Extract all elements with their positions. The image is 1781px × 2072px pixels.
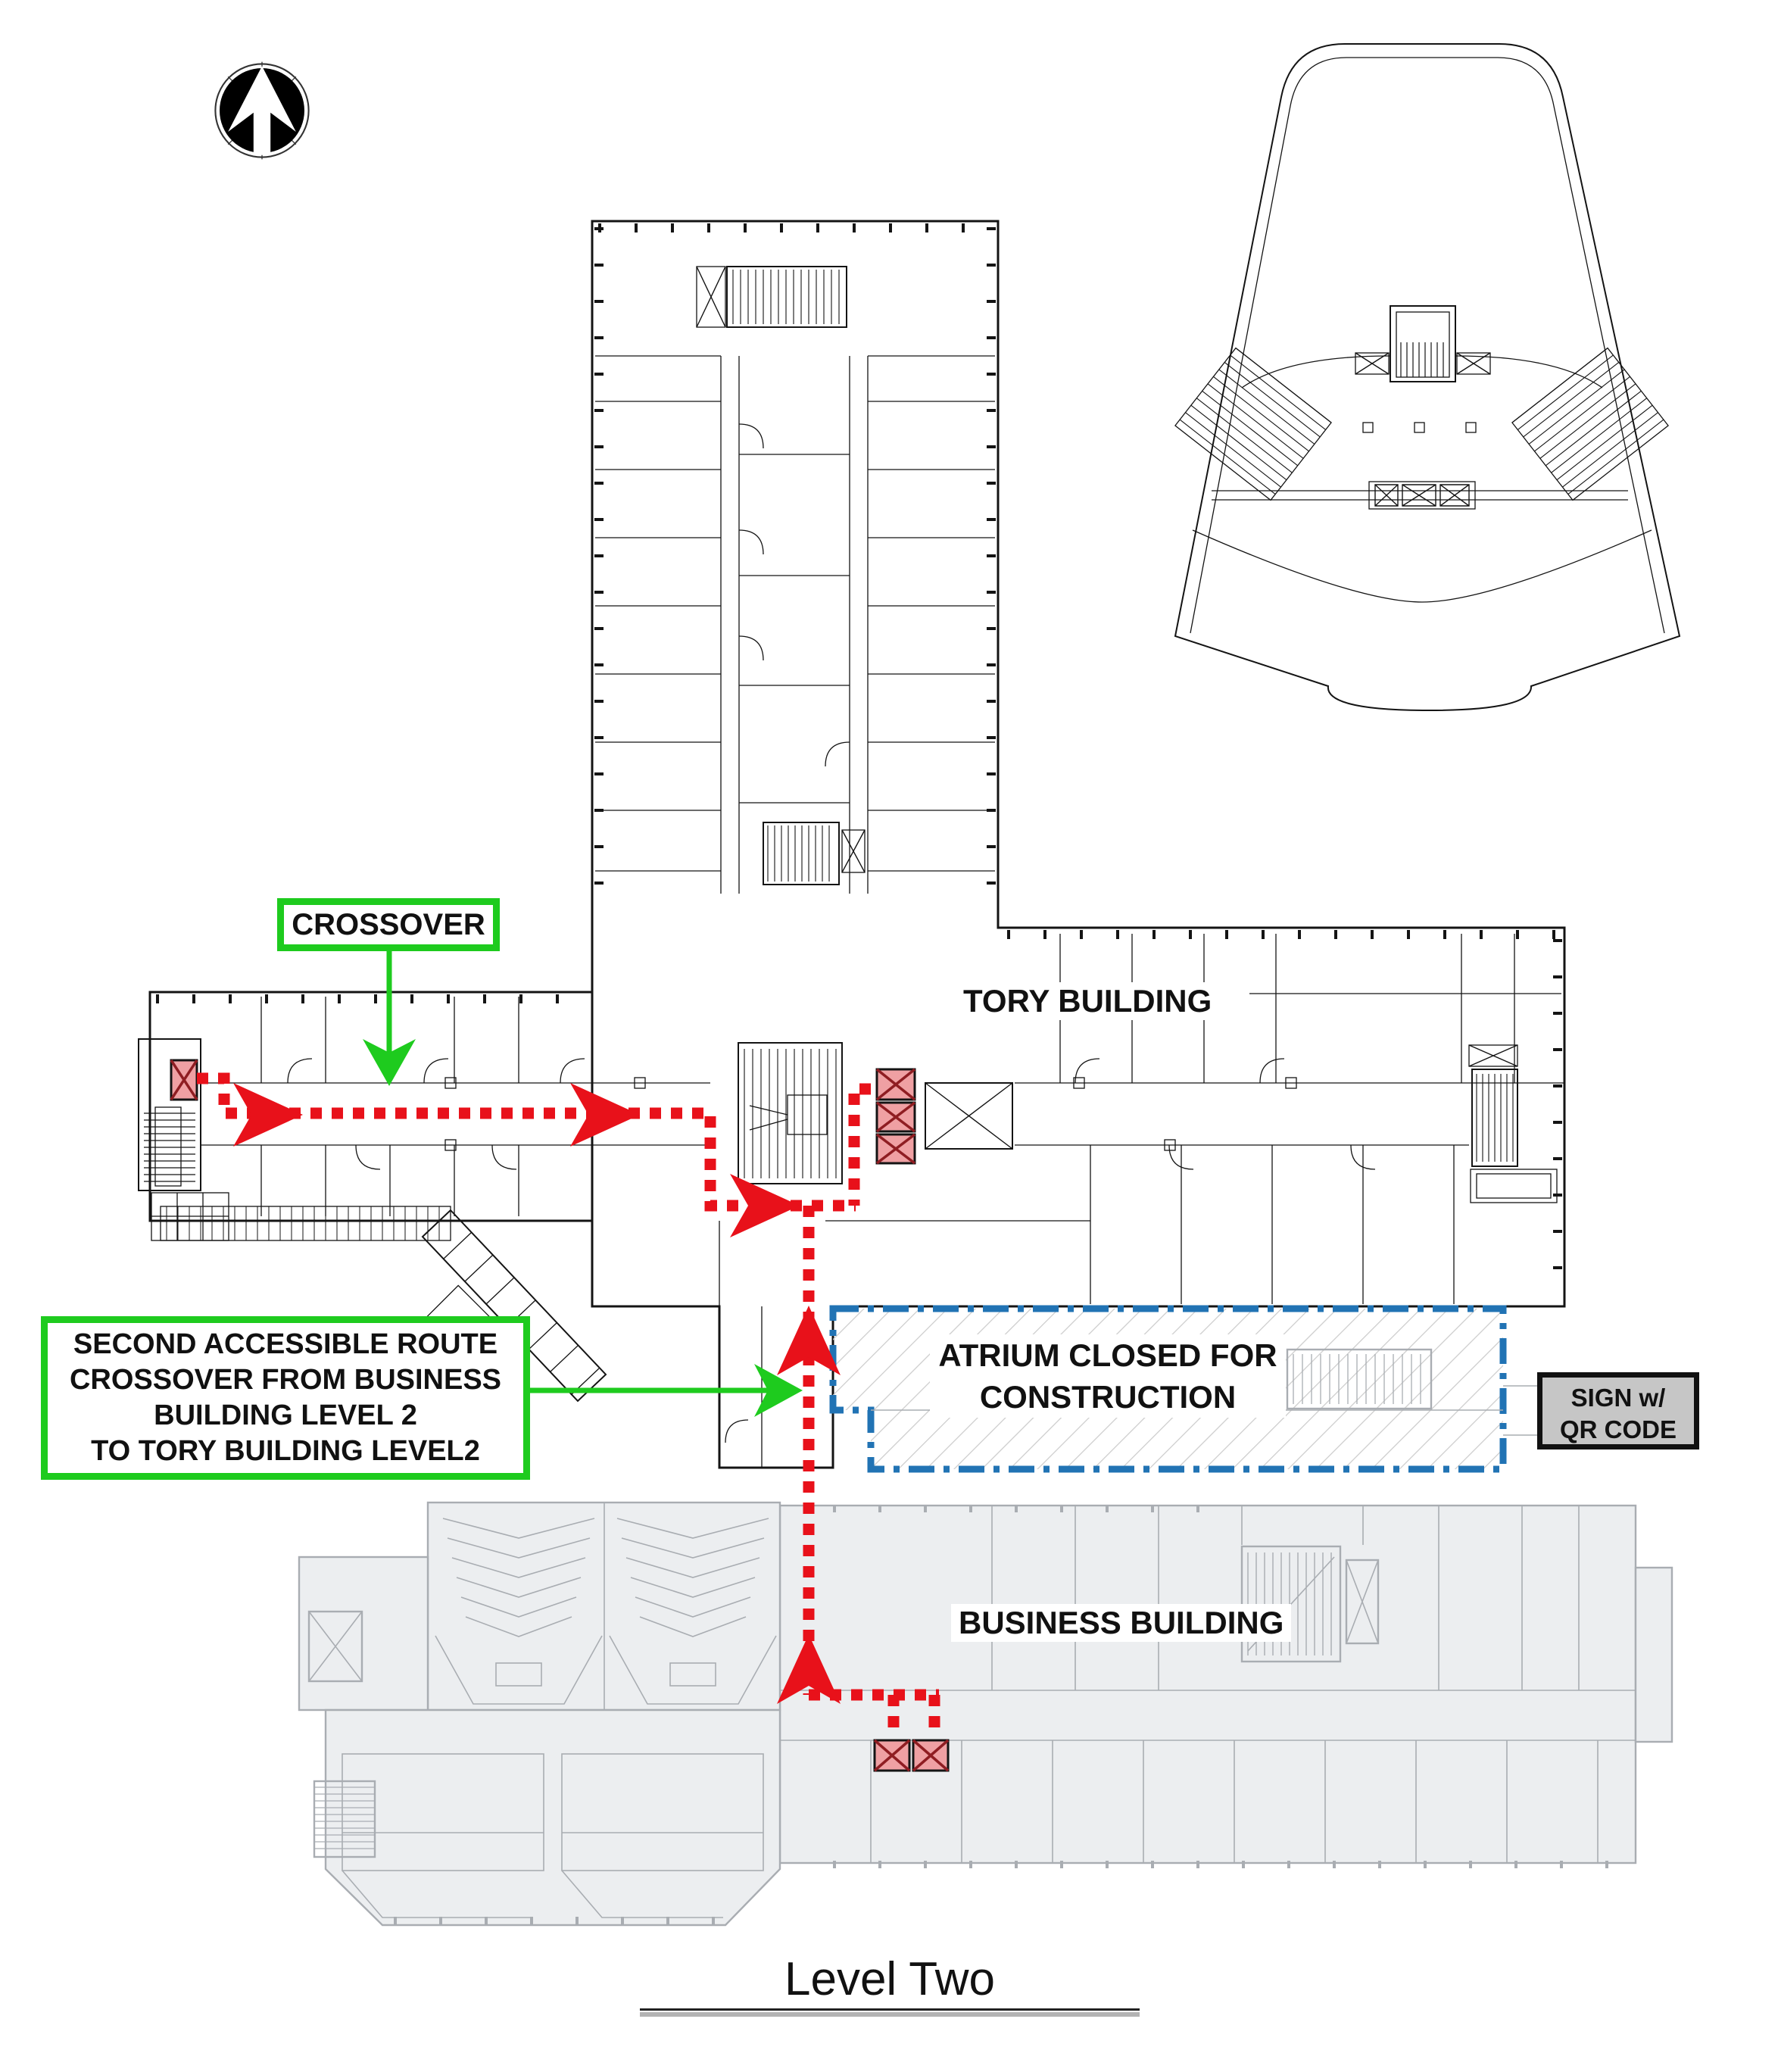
- business-left-stair: [313, 1780, 376, 1858]
- leader-arrow-right: [754, 1364, 803, 1417]
- route-arrow-up: [777, 1634, 841, 1704]
- route-note-line: SECOND ACCESSIBLE ROUTE: [73, 1328, 498, 1360]
- north-arrow-icon: [209, 58, 315, 164]
- east-stair: [1471, 1069, 1518, 1167]
- second-route-callout: SECOND ACCESSIBLE ROUTE CROSSOVER FROM B…: [41, 1316, 530, 1480]
- title-underline-shadow: [640, 2012, 1140, 2017]
- leader-arrow-down: [363, 1039, 416, 1086]
- business-elevators: [873, 1739, 950, 1772]
- page-title: Level Two: [784, 1953, 996, 2005]
- route-arrow-up: [777, 1306, 841, 1375]
- theatre-building-plan: [1174, 43, 1681, 712]
- tory-west-elevator: [170, 1059, 198, 1101]
- tory-central-elevators: [875, 1068, 916, 1165]
- tory-building-plan: [138, 220, 1566, 1469]
- route-note-line: CROSSOVER FROM BUSINESS: [69, 1364, 502, 1396]
- north-stair: [726, 266, 847, 328]
- business-building-label: BUSINESS BUILDING: [951, 1604, 1292, 1642]
- route-arrow-right: [730, 1174, 800, 1237]
- theatre-left-stairs: [1174, 347, 1332, 501]
- door-swings: [287, 423, 1376, 1443]
- route-note-line: TO TORY BUILDING LEVEL2: [91, 1435, 480, 1467]
- lecture-hall-seating: [435, 1503, 777, 1710]
- atrium-closed-label: ATRIUM CLOSED FOR CONSTRUCTION: [930, 1334, 1286, 1418]
- annotation-leaders: [363, 951, 803, 1417]
- theatre-stage: [1390, 305, 1456, 382]
- crossover-label: CROSSOVER: [292, 908, 485, 941]
- theatre-elevator-bank: [1368, 481, 1476, 510]
- qr-sign-callout: SIGN w/ QR CODE: [1537, 1372, 1699, 1449]
- accessible-route: [197, 1072, 940, 1736]
- route-note-line: BUILDING LEVEL 2: [154, 1400, 417, 1431]
- title-underline: [640, 2008, 1140, 2011]
- tory-building-label: TORY BUILDING: [956, 982, 1220, 1020]
- crossover-callout: CROSSOVER: [277, 898, 500, 951]
- business-building-plan: [298, 1501, 1673, 1927]
- route-arrow-right: [233, 1083, 303, 1147]
- central-stair: [738, 1042, 843, 1184]
- route-arrow-right: [570, 1083, 640, 1147]
- theatre-right-stairs: [1511, 347, 1669, 501]
